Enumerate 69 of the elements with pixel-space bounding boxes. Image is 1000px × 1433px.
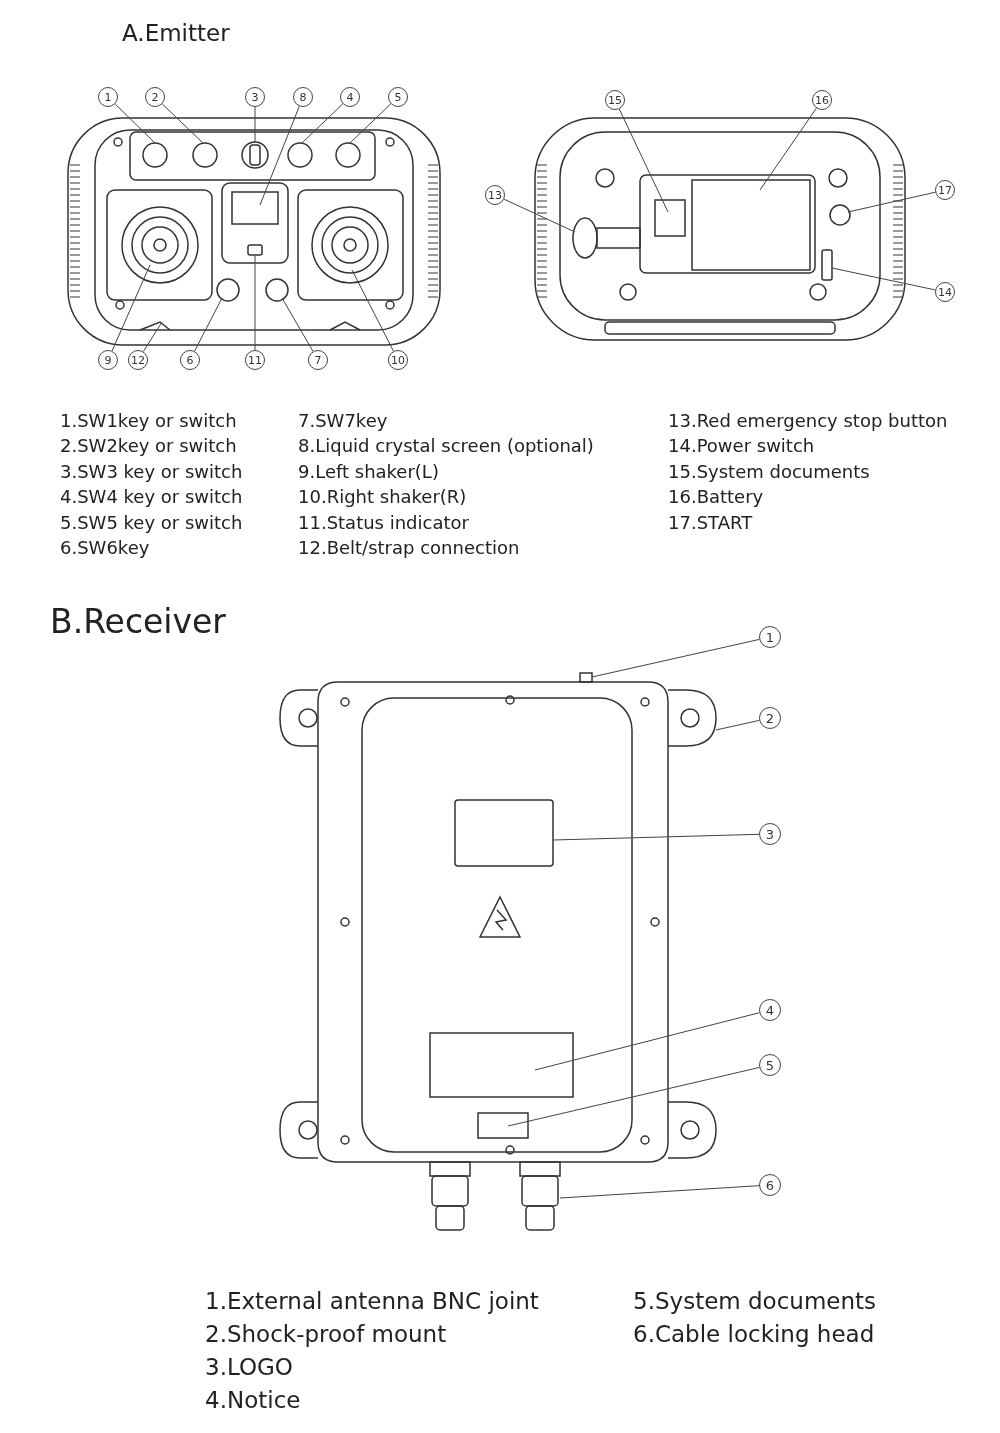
part-list-item: 16.Battery: [668, 486, 764, 508]
part-list-item: 1.SW1key or switch: [60, 410, 237, 431]
part-list-item: 4.Notice: [205, 1387, 301, 1413]
part-list-item: 5.System documents: [633, 1288, 877, 1314]
leader-line: [142, 321, 163, 353]
leader-line: [503, 198, 576, 233]
leader-line: [351, 269, 394, 352]
leader-line: [759, 107, 817, 191]
part-list-item: 3.SW3 key or switch: [60, 460, 243, 482]
section-heading: A.Emitter: [122, 20, 230, 46]
part-list-item: 10.Right shaker(R): [298, 486, 467, 508]
callout-number: 1: [98, 87, 118, 107]
leader-line: [254, 255, 256, 351]
callout-number: 10: [388, 350, 408, 370]
callout-number: 4: [340, 87, 360, 107]
leader-line: [534, 1012, 760, 1071]
part-list-item: 4.SW4 key or switch: [60, 486, 243, 508]
callout-number: 1: [759, 626, 781, 648]
leader-line: [259, 105, 300, 206]
callout-number: 5: [759, 1054, 781, 1076]
callout-number: 14: [935, 282, 955, 302]
leader-line: [618, 108, 669, 213]
callout-number: 4: [759, 999, 781, 1021]
callout-number: 6: [759, 1174, 781, 1196]
callout-number: 3: [245, 87, 265, 107]
callout-number: 17: [935, 180, 955, 200]
leader-line: [715, 719, 760, 731]
leader-line: [591, 638, 760, 678]
callout-number: 8: [293, 87, 313, 107]
leader-line: [281, 297, 314, 352]
callout-number: 12: [128, 350, 148, 370]
part-list-item: 11.Status indicator: [298, 511, 469, 533]
callout-number: 3: [759, 823, 781, 845]
part-list-item: 12.Belt/strap connection: [298, 537, 520, 558]
leader-line: [254, 106, 256, 143]
leader-line: [301, 103, 344, 144]
section-heading: B.Receiver: [50, 602, 226, 641]
callout-number: 16: [812, 90, 832, 110]
callout-number: 5: [388, 87, 408, 107]
callout-number: 2: [759, 707, 781, 729]
leader-line: [161, 103, 204, 144]
callout-number: 6: [180, 350, 200, 370]
callout-number: 7: [308, 350, 328, 370]
callout-number: 9: [98, 350, 118, 370]
part-list-item: 7.SW7key: [298, 410, 388, 431]
part-list-item: 1.External antenna BNC joint: [205, 1288, 539, 1314]
leader-line: [507, 1067, 760, 1127]
leader-line: [831, 267, 936, 291]
part-list-item: 2.SW2key or switch: [60, 435, 237, 457]
part-list-item: 6.Cable locking head: [633, 1321, 875, 1347]
leader-line: [552, 833, 760, 841]
part-list-item: 15.System documents: [668, 460, 870, 482]
part-list-item: 8.Liquid crystal screen (optional): [298, 435, 594, 457]
part-list-item: 3.LOGO: [205, 1354, 293, 1380]
part-list-item: 6.SW6key: [60, 537, 150, 558]
leader-line: [111, 264, 151, 352]
part-list-item: 5.SW5 key or switch: [60, 511, 243, 533]
leader-line: [847, 191, 936, 213]
part-list-item: 2.Shock-proof mount: [205, 1321, 447, 1347]
callout-number: 15: [605, 90, 625, 110]
part-list-item: 17.START: [668, 511, 753, 533]
leader-line: [194, 297, 223, 352]
callout-number: 2: [145, 87, 165, 107]
part-list-item: 13.Red emergency stop button: [668, 410, 948, 431]
callout-number: 11: [245, 350, 265, 370]
part-list-item: 9.Left shaker(L): [298, 460, 439, 482]
leader-line: [559, 1185, 760, 1199]
callout-number: 13: [485, 185, 505, 205]
part-list-item: 14.Power switch: [668, 435, 815, 457]
